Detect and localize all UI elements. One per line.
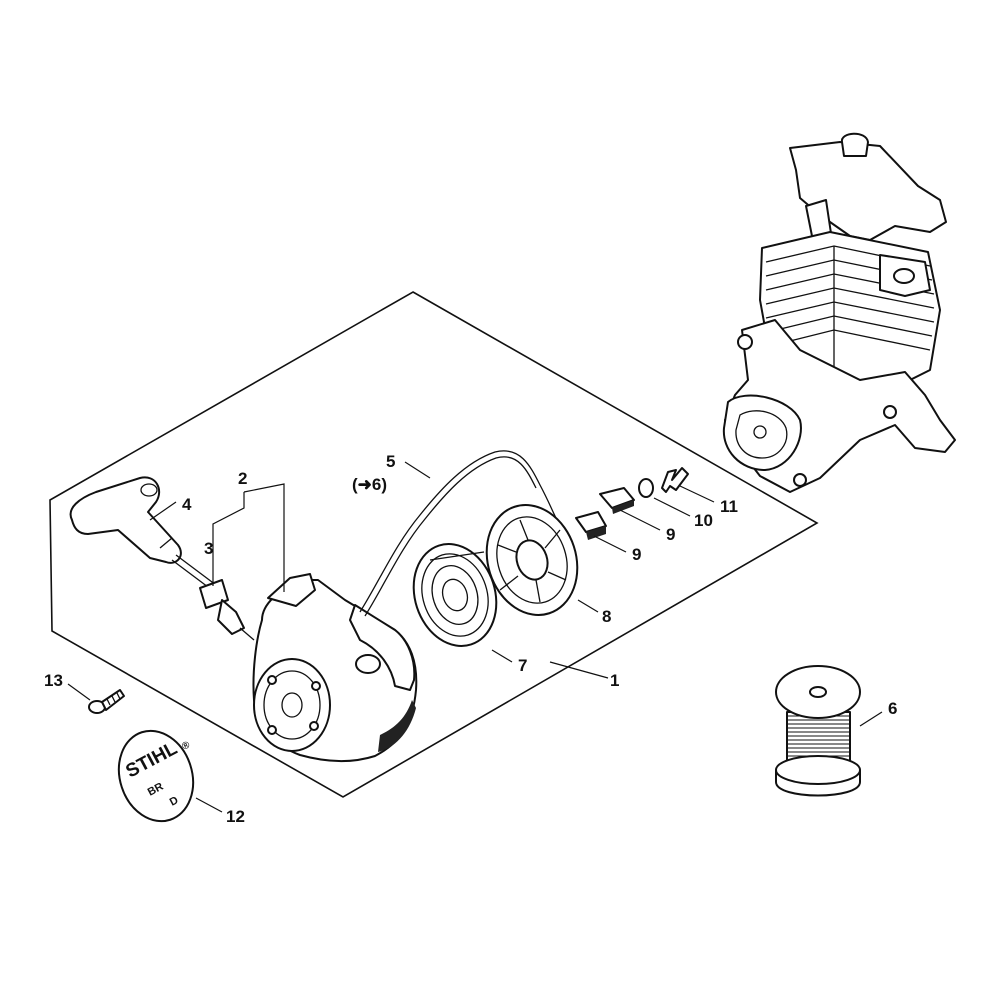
callout-7: 7	[518, 656, 527, 675]
callout-12: 12	[226, 807, 245, 826]
spring-clip	[661, 467, 689, 493]
callout-10: 10	[694, 511, 713, 530]
leader-lines	[67, 461, 883, 813]
washer	[638, 478, 654, 498]
callout-13: 13	[44, 671, 63, 690]
rope-guide-bush	[199, 579, 245, 635]
starter-rope-segment	[175, 554, 217, 586]
callout-5: 5	[386, 452, 395, 471]
callout-8: 8	[602, 607, 611, 626]
fan-housing	[239, 573, 418, 763]
assembly-frame	[49, 291, 819, 798]
callout-11: 11	[720, 497, 738, 516]
rope-spool	[775, 665, 861, 797]
callout-9-lower: 9	[632, 545, 641, 564]
starter-rope	[359, 450, 557, 613]
rewind-spring	[412, 543, 498, 647]
callout-4: 4	[182, 495, 192, 514]
callout-3: 3	[204, 539, 213, 558]
callout-1: 1	[610, 671, 619, 690]
pawl-upper	[599, 487, 635, 514]
engine-cylinder-illustration	[722, 132, 956, 493]
starter-grip	[69, 476, 182, 564]
callout-5-reference: (➜6)	[352, 475, 387, 494]
pawl-lower	[575, 511, 607, 540]
starter-rope-inner	[364, 456, 537, 617]
callout-6: 6	[888, 699, 897, 718]
callout-2: 2	[238, 469, 247, 488]
callout-9-upper: 9	[666, 525, 675, 544]
screw	[88, 689, 125, 714]
logo-badge: STIHL ® BR D	[117, 729, 195, 823]
rope-rotor	[485, 504, 579, 616]
